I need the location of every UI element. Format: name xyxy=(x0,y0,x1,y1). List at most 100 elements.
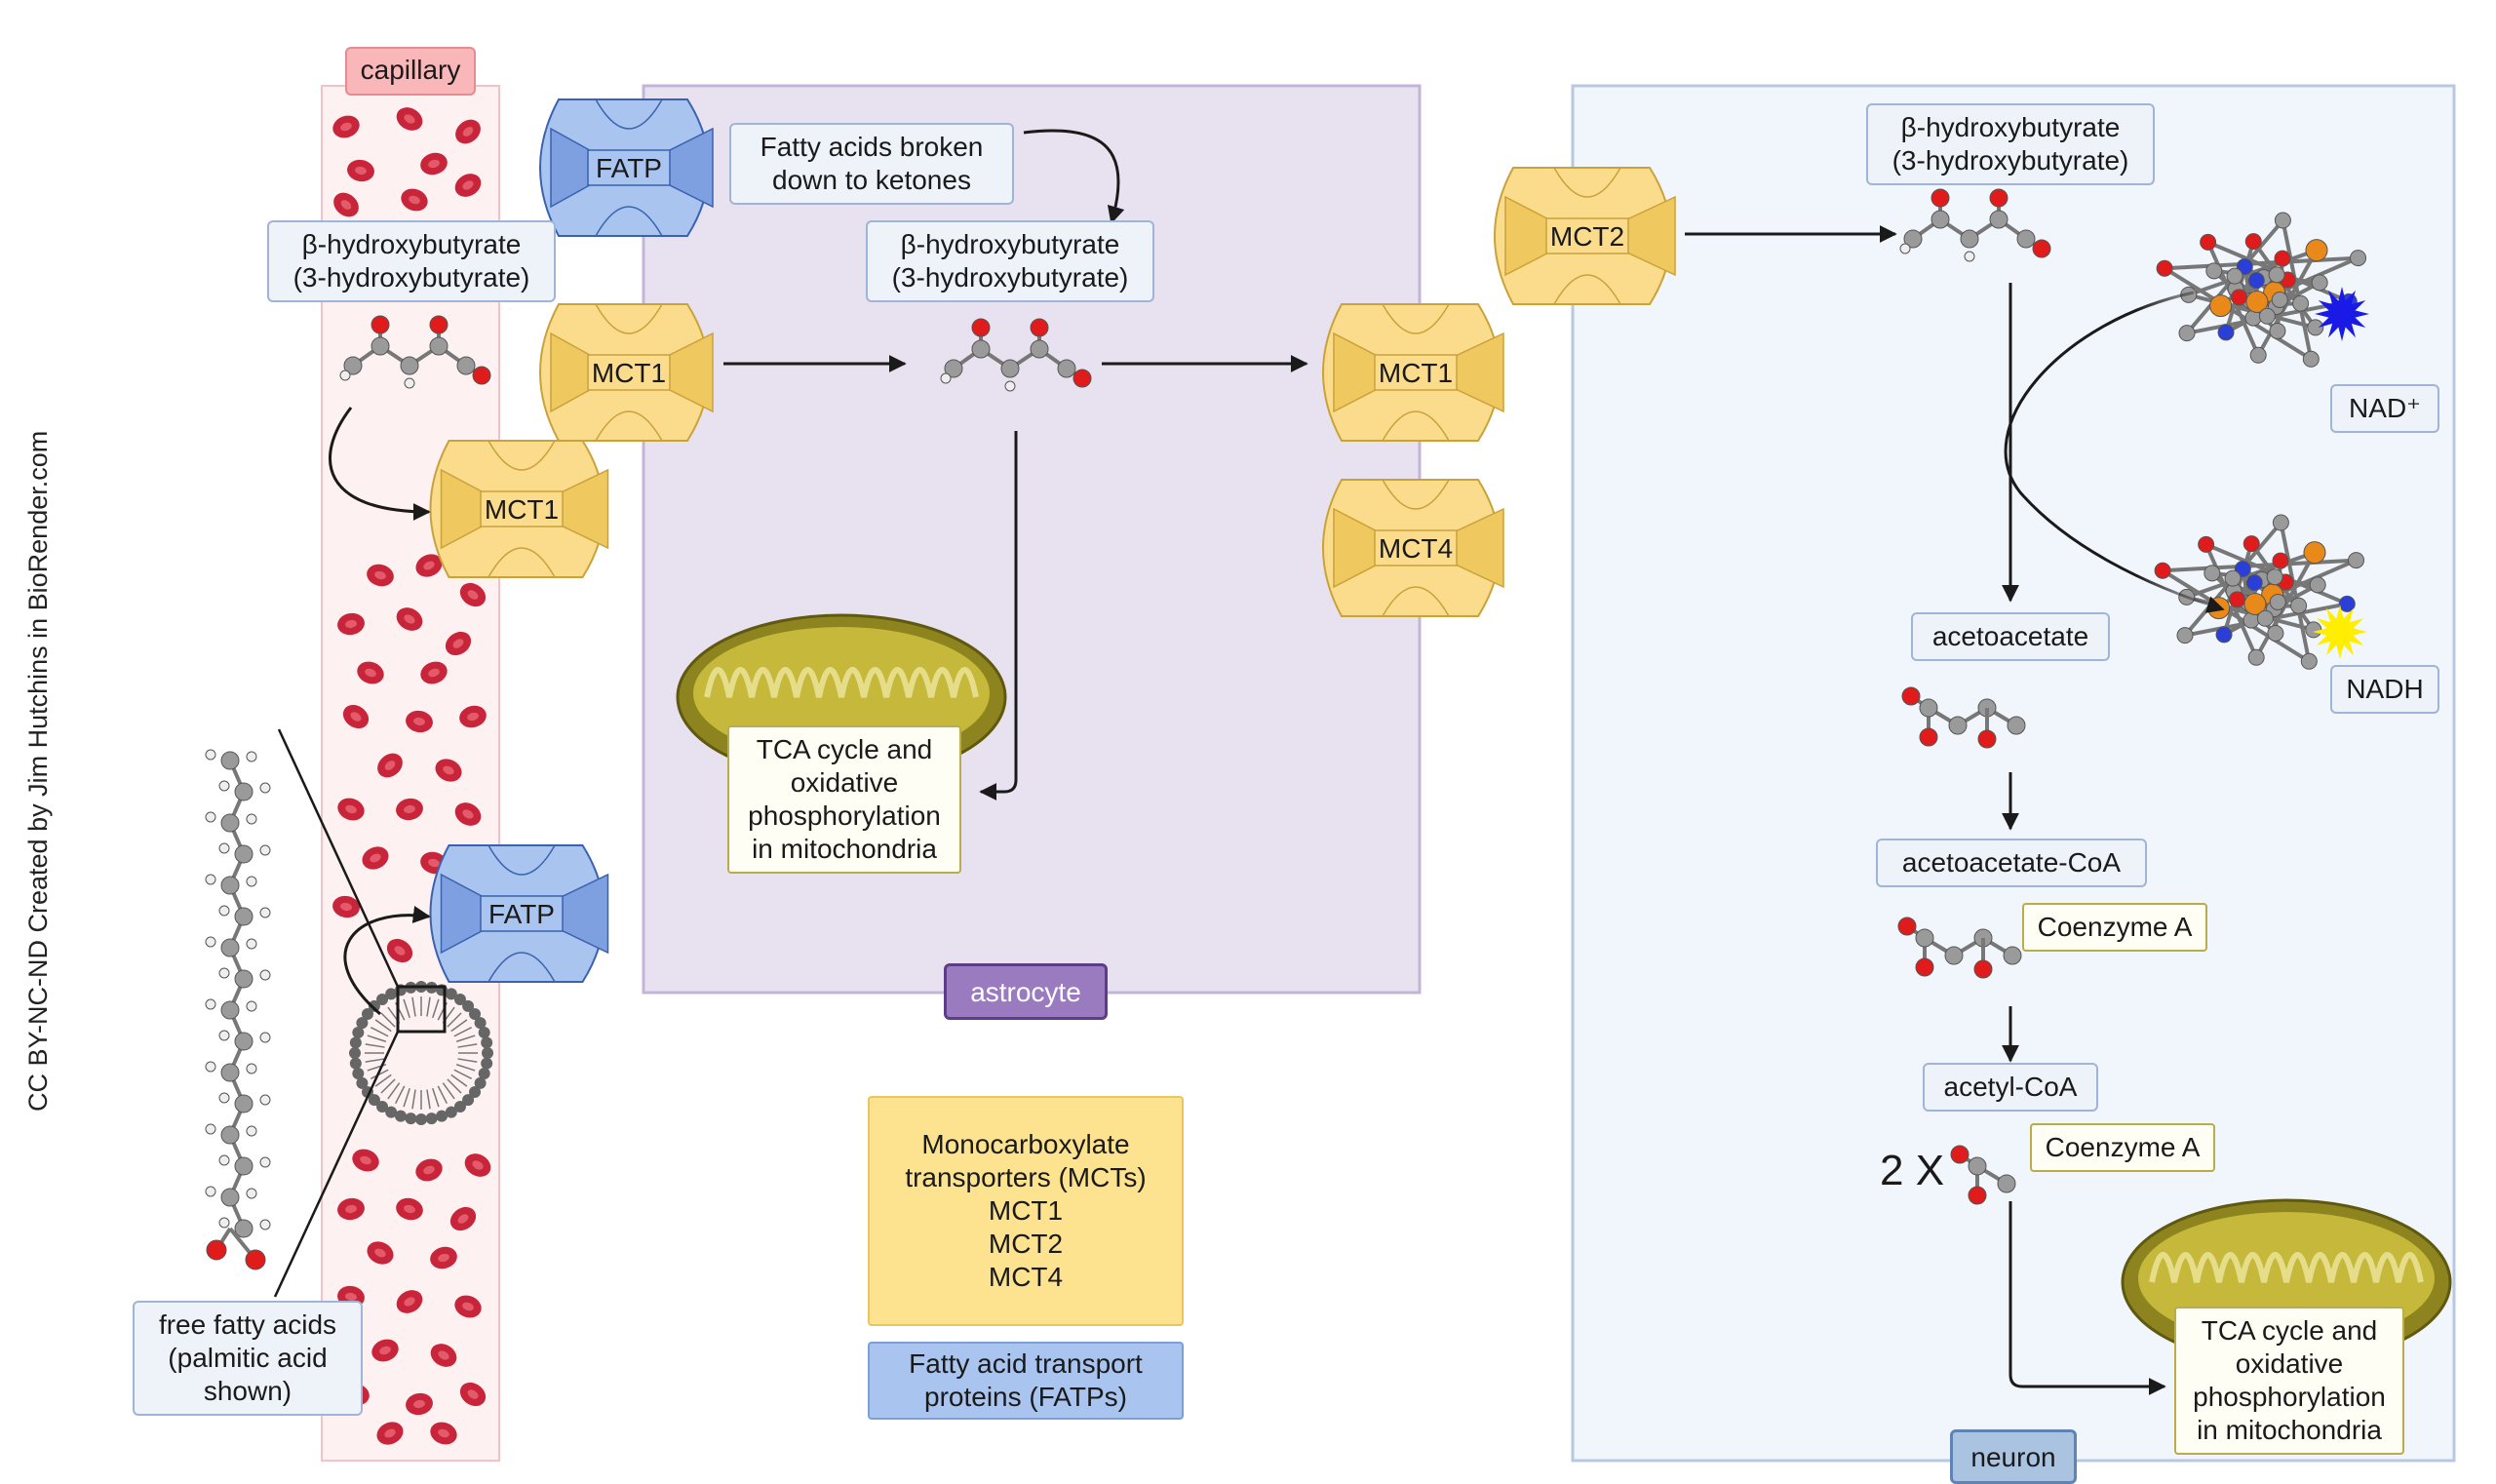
atom xyxy=(218,1217,230,1229)
atom xyxy=(246,876,257,887)
red-blood-cell xyxy=(454,802,482,826)
atom xyxy=(2176,627,2194,644)
lipid-tail xyxy=(450,1074,468,1087)
red-blood-cell-center xyxy=(428,668,440,678)
transporter-label: MCT1 xyxy=(1379,358,1453,388)
red-blood-cell xyxy=(449,1206,477,1231)
atom xyxy=(2244,233,2262,251)
red-blood-cell xyxy=(362,846,389,870)
lipid-tail xyxy=(380,1078,396,1094)
red-blood-cell-center xyxy=(345,1204,357,1214)
red-blood-cell xyxy=(430,1246,457,1269)
red-blood-cell xyxy=(454,174,482,197)
arrows xyxy=(329,129,2225,1395)
red-blood-cell-center xyxy=(438,1253,449,1263)
atom xyxy=(218,1030,230,1041)
red-blood-cell xyxy=(455,119,481,144)
transporter-notch-top xyxy=(595,98,663,130)
neuron-tag: neuron xyxy=(1950,1429,2077,1484)
red-blood-cell-center xyxy=(423,1165,435,1175)
mct1-transporter: MCT1 xyxy=(429,440,609,578)
bond xyxy=(2164,266,2313,361)
bond xyxy=(2162,568,2311,663)
tca-neuron-line3: phosphorylation xyxy=(2193,1382,2386,1412)
nad-plus-molecule xyxy=(2156,212,2369,368)
bhb-label-neuron: β-hydroxybutyrate (3-hydroxybutyrate) xyxy=(1866,103,2155,185)
atom xyxy=(2215,626,2233,644)
atom xyxy=(2272,552,2289,569)
lipid-head xyxy=(445,1106,457,1118)
acetyl-coa-label: acetyl-CoA xyxy=(1923,1063,2098,1112)
red-blood-cell-center xyxy=(462,127,474,137)
red-blood-cell-center xyxy=(467,590,479,600)
atom xyxy=(2242,535,2260,553)
atom xyxy=(218,780,230,792)
red-blood-cell-center xyxy=(438,1428,449,1438)
tca-astrocyte-line2: oxidative xyxy=(790,767,899,798)
atom xyxy=(2311,274,2328,292)
arrow-acetyl-to-mito-neuron xyxy=(2008,1201,2166,1395)
transporter-label: MCT1 xyxy=(485,494,559,525)
lipid-tail xyxy=(367,1035,387,1042)
acetoacetate-coa-molecule xyxy=(1897,917,2022,979)
mct-legend-line5: MCT4 xyxy=(988,1262,1064,1292)
nad-plus-label: NAD⁺ xyxy=(2330,384,2439,433)
transporter-label-box xyxy=(587,149,671,186)
red-blood-cell-center xyxy=(340,902,352,912)
atom xyxy=(2217,324,2235,341)
fatty-acid-micelle xyxy=(349,981,493,1125)
lipid-head xyxy=(385,1106,398,1118)
atom xyxy=(246,813,257,825)
atom xyxy=(259,782,271,794)
atom xyxy=(2003,946,2022,965)
bond xyxy=(2281,219,2314,360)
transporter-label-box xyxy=(480,895,564,932)
red-blood-cell xyxy=(377,753,403,778)
mct-legend-line2: transporters (MCTs) xyxy=(905,1162,1147,1192)
atom xyxy=(218,1092,230,1104)
transporter-label-box xyxy=(480,490,564,527)
atom xyxy=(205,749,216,761)
atom xyxy=(2290,597,2308,614)
red-blood-cell-center xyxy=(457,1214,469,1224)
lipid-tail xyxy=(365,1058,385,1063)
atom xyxy=(2271,291,2288,308)
atom xyxy=(2007,716,2026,735)
acetoacetate-coa-label: acetoacetate-CoA xyxy=(1876,839,2147,887)
atom xyxy=(2247,272,2265,290)
transporter-notch-bottom xyxy=(595,206,663,237)
arrow-bhb-to-mito-astrocyte xyxy=(979,431,1018,801)
atom xyxy=(2247,648,2265,666)
transporter-notch-top xyxy=(488,440,556,471)
transporter-notch-top xyxy=(1382,479,1450,510)
free-fatty-acids-line1: free fatty acids xyxy=(158,1309,337,1340)
lipid-head xyxy=(481,1057,493,1070)
lipid-head xyxy=(482,1047,493,1059)
red-blood-cell xyxy=(357,661,384,684)
atom xyxy=(2256,609,2274,627)
atom xyxy=(218,842,230,854)
red-blood-cell xyxy=(333,192,359,217)
lipid-tail xyxy=(455,1035,476,1042)
mct-legend: Monocarboxylate transporters (MCTs) MCT1… xyxy=(868,1096,1184,1326)
red-blood-cell-center xyxy=(423,561,435,570)
red-blood-cell-center xyxy=(365,668,376,678)
lipid-tail xyxy=(365,1043,385,1048)
atom xyxy=(220,938,240,957)
fatp-legend-line2: proteins (FATPs) xyxy=(924,1382,1127,1412)
lipid-tail xyxy=(453,1027,473,1037)
atom xyxy=(2303,541,2326,565)
fatp-transporter: FATP xyxy=(429,844,609,983)
atom xyxy=(246,1000,257,1012)
red-blood-cell xyxy=(459,1382,487,1407)
atom xyxy=(2231,289,2248,306)
bhb-label-neuron-line1: β-hydroxybutyrate xyxy=(1900,112,2121,142)
transporter-notch-bottom xyxy=(595,410,663,442)
red-blood-cell-center xyxy=(467,1389,479,1399)
red-blood-cell-center xyxy=(345,1292,357,1302)
red-blood-cell xyxy=(420,152,448,176)
atom xyxy=(205,1061,216,1073)
bhb-label-capillary-line1: β-hydroxybutyrate xyxy=(301,229,522,259)
atom xyxy=(971,339,991,359)
